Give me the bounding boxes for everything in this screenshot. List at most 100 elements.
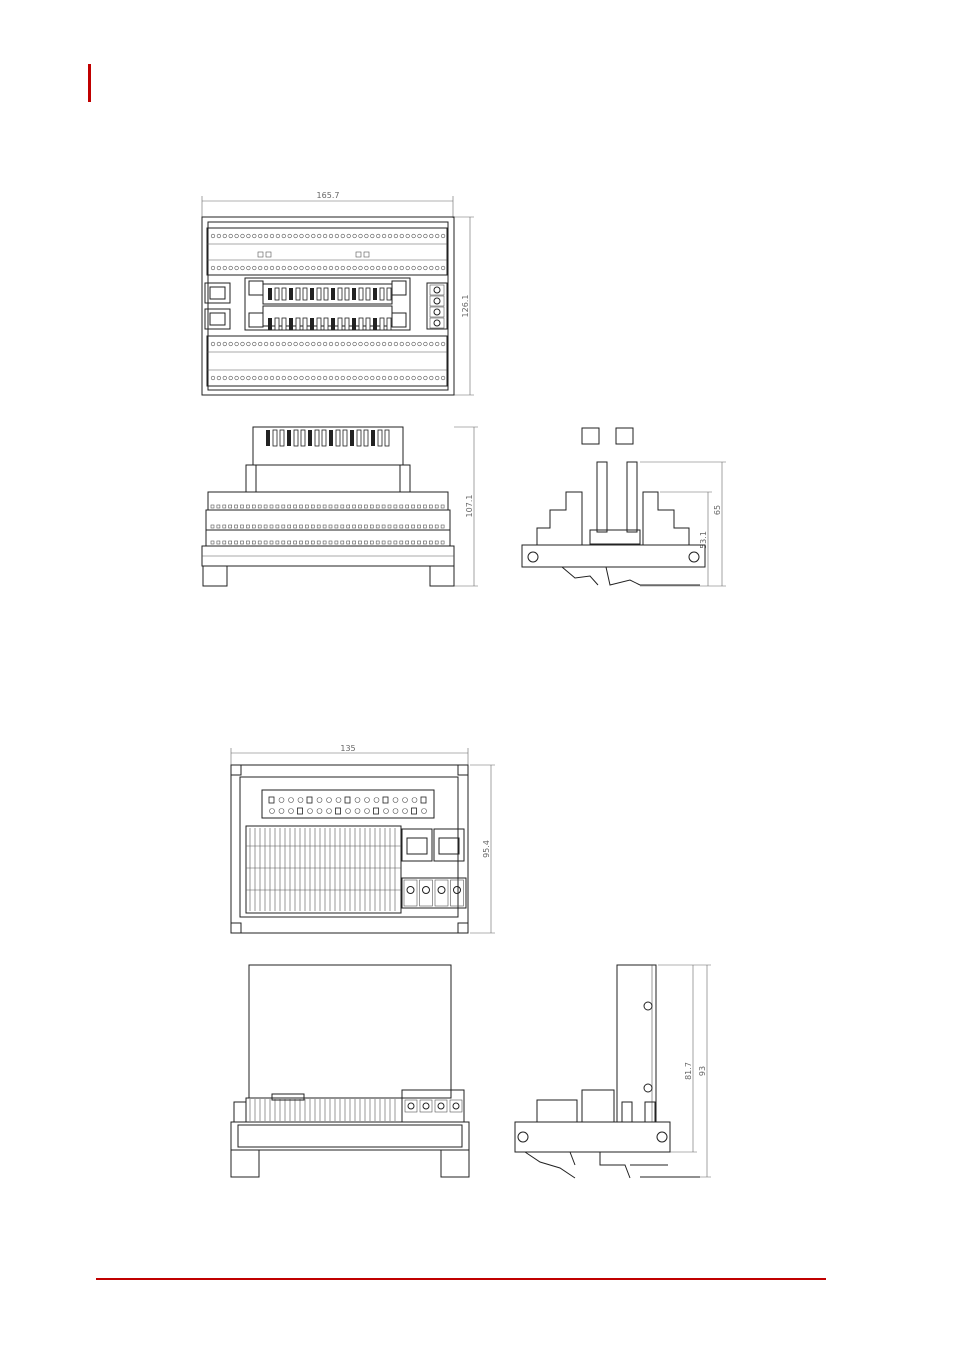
connector-pin [279,809,284,814]
terminal-hole [288,342,292,346]
connector-pin [380,288,384,300]
connector-pin [359,288,363,300]
terminal-dot [418,541,421,544]
connector-pin [329,430,333,446]
terminal-hole [329,266,333,270]
terminal-hole [211,266,215,270]
terminal-hole [229,342,233,346]
terminal-dot [388,505,391,508]
terminal-hole [441,234,445,238]
terminal-hole [223,234,227,238]
terminal-hole [376,234,380,238]
terminal-dot [311,505,314,508]
terminal-dot [400,541,403,544]
terminal-dot [376,541,379,544]
terminal-dot [229,541,232,544]
terminal-dot [323,541,326,544]
connector-pin [365,798,370,803]
terminal-hole [394,234,398,238]
terminal-hole [306,342,310,346]
terminal-hole [306,266,310,270]
terminal-hole [400,376,404,380]
terminal-hole [435,342,439,346]
d2-top-width-label: 135 [340,744,355,753]
terminal-dot [300,505,303,508]
terminal-hole [335,266,339,270]
terminal-hole [264,376,268,380]
terminal-hole [317,342,321,346]
terminal-dot [335,525,338,528]
terminal-hole [353,376,357,380]
terminal-dot [353,505,356,508]
connector-pin [315,430,319,446]
terminal-dot [264,541,267,544]
connector-pin [355,809,360,814]
terminal-hole [347,234,351,238]
connector-pin [366,288,370,300]
terminal-hole [424,234,428,238]
terminal-dot [235,541,238,544]
terminal-hole [365,342,369,346]
terminal-dot [305,525,308,528]
terminal-dot [276,505,279,508]
terminal-dot [353,541,356,544]
terminal-hole [382,342,386,346]
terminal-hole [424,342,428,346]
terminal-hole [247,234,251,238]
terminal-dot [435,505,438,508]
terminal-hole [400,266,404,270]
connector-pin [303,318,307,330]
terminal-hole [317,376,321,380]
terminal-dot [400,505,403,508]
terminal-dot [264,505,267,508]
terminal-dot [276,525,279,528]
screw-head [434,309,440,315]
connector-pin [289,798,294,803]
terminal-hole [306,376,310,380]
screw-head [423,1103,429,1109]
terminal-dot [300,541,303,544]
terminal-dot [276,541,279,544]
terminal-hole [376,342,380,346]
terminal-hole [258,342,262,346]
terminal-hole [388,376,392,380]
terminal-hole [341,266,345,270]
terminal-hole [371,376,375,380]
terminal-dot [235,525,238,528]
d1-front-height-label: 107.1 [465,495,474,518]
d1-screw-terminals [430,285,444,328]
screw-terminal [420,1100,432,1112]
terminal-hole [317,234,321,238]
connector-pin [266,430,270,446]
terminal-hole [282,266,286,270]
terminal-hole [376,376,380,380]
connector-pin [289,318,293,330]
terminal-hole [365,376,369,380]
terminal-hole [312,266,316,270]
connector-pin [298,798,303,803]
terminal-hole [223,266,227,270]
connector-pin [338,318,342,330]
connector-pin [289,288,293,300]
screw-head [434,298,440,304]
terminal-hole [211,342,215,346]
connector-pin [268,318,272,330]
terminal-hole [282,376,286,380]
connector-pin [298,808,303,814]
terminal-dot [217,541,220,544]
terminal-hole [406,342,410,346]
terminal-dot [211,541,214,544]
terminal-hole [235,342,239,346]
d2-top-height-label: 95.4 [482,840,491,858]
d2-side-height-label: 93 [698,1066,707,1076]
connector-pin [301,430,305,446]
terminal-hole [329,234,333,238]
drawing1-side-view: 65 53.1 [522,428,726,586]
terminal-hole [406,266,410,270]
terminal-hole [294,342,298,346]
d1-front-pins [266,430,389,446]
connector-pin [296,288,300,300]
connector-pin [384,809,389,814]
terminal-hole [288,266,292,270]
terminal-dot [406,541,409,544]
